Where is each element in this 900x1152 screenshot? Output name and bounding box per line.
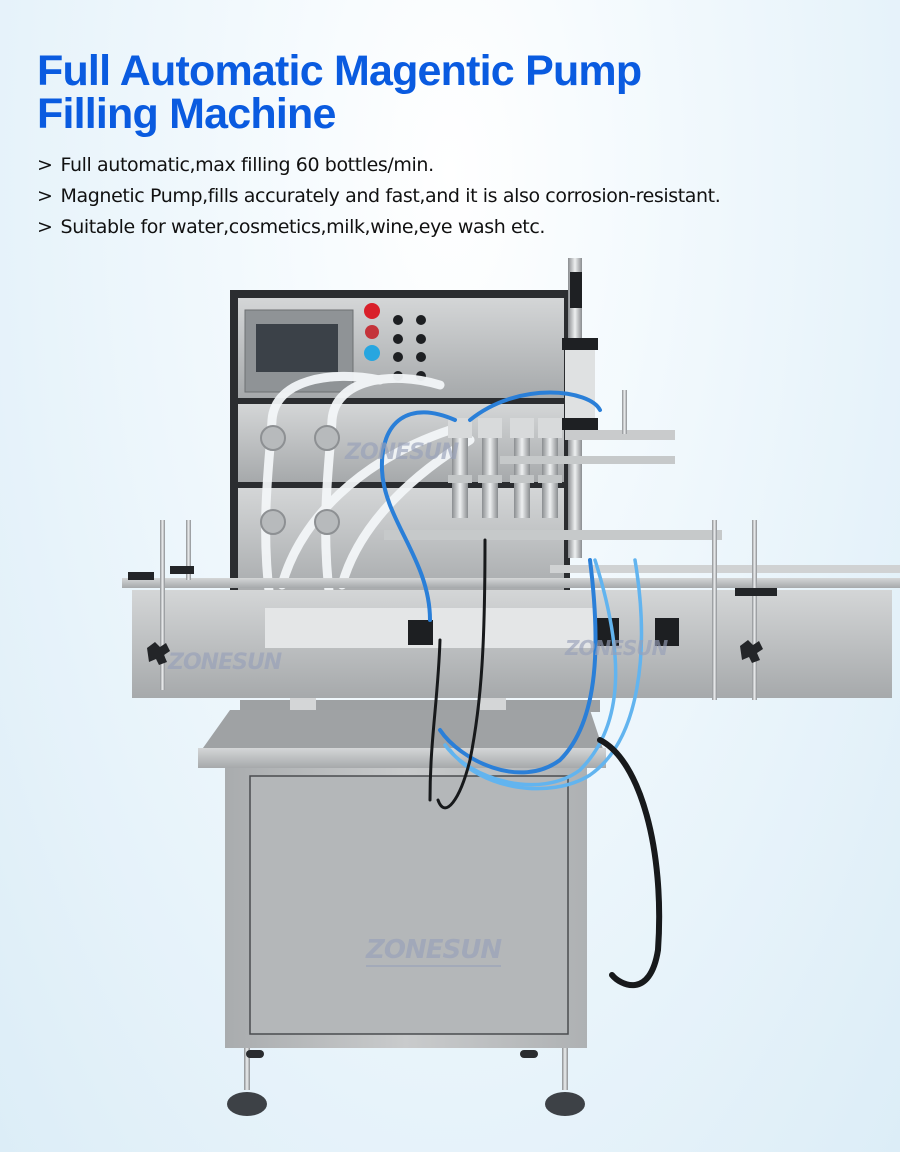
- watermark-logo: ZONESUN: [565, 636, 668, 660]
- emergency-stop-icon: [365, 325, 379, 339]
- watermark-logo: ZONESUN: [366, 935, 502, 967]
- filling-nozzles: [384, 418, 722, 540]
- control-cabinet: [230, 290, 570, 600]
- feature-item: >Magnetic Pump,fills accurately and fast…: [37, 185, 721, 207]
- adjust-knob-icon: [128, 566, 777, 665]
- stop-button-icon: [364, 303, 380, 319]
- watermark-logo: ZONESUN: [168, 650, 282, 675]
- headline-line-2: Filling Machine: [37, 90, 336, 138]
- chevron-right-icon: >: [37, 216, 53, 238]
- feature-list: >Full automatic,max filling 60 bottles/m…: [37, 150, 721, 243]
- touchscreen: [256, 324, 338, 372]
- headline: Full Automatic Magentic Pump Filling Mac…: [37, 47, 642, 138]
- chevron-right-icon: >: [37, 154, 53, 176]
- watermark-logo: ZONESUN: [345, 440, 459, 465]
- start-button-icon: [364, 345, 380, 361]
- chevron-right-icon: >: [37, 185, 53, 207]
- power-cable: [597, 737, 663, 988]
- headline-line-1: Full Automatic Magentic Pump: [37, 47, 642, 95]
- feature-item: >Full automatic,max filling 60 bottles/m…: [37, 154, 434, 176]
- magnetic-pump-icon: [260, 425, 340, 535]
- feature-item: >Suitable for water,cosmetics,milk,wine,…: [37, 216, 546, 238]
